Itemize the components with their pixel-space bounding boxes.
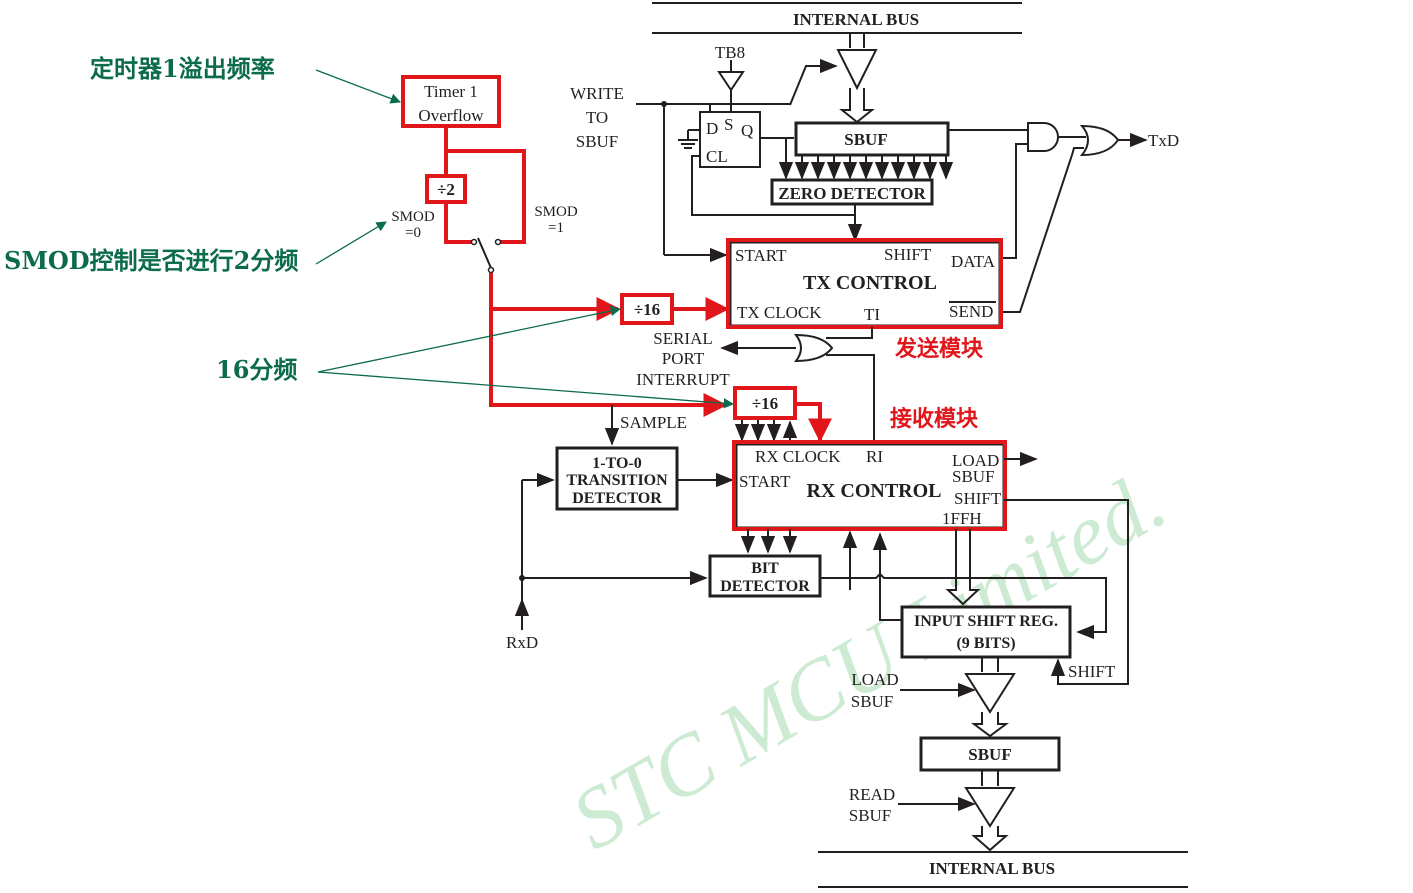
svg-text:DETECTOR: DETECTOR bbox=[720, 578, 810, 595]
read-sbuf-label: READ SBUF bbox=[849, 785, 895, 825]
svg-text:1FFH: 1FFH bbox=[942, 509, 982, 528]
smod0-label: SMOD =0 bbox=[391, 209, 435, 241]
load-sbuf-label: LOAD SBUF bbox=[851, 670, 899, 711]
svg-text:SBUF: SBUF bbox=[576, 132, 619, 151]
svg-text:RX CONTROL: RX CONTROL bbox=[806, 480, 941, 502]
annotation-div16: 16分频 bbox=[216, 355, 297, 384]
svg-text:=1: =1 bbox=[548, 220, 564, 236]
ground-icon bbox=[678, 129, 700, 149]
svg-text:START: START bbox=[739, 472, 791, 491]
sample-label: SAMPLE bbox=[620, 413, 687, 432]
d-flip-flop: D S Q CL bbox=[699, 111, 761, 168]
svg-text:TRANSITION: TRANSITION bbox=[566, 472, 668, 489]
svg-text:TO: TO bbox=[586, 108, 608, 127]
interrupt-or-gate bbox=[793, 333, 834, 363]
svg-text:RX CLOCK: RX CLOCK bbox=[755, 447, 841, 466]
svg-text:Overflow: Overflow bbox=[418, 106, 484, 125]
svg-text:TX CLOCK: TX CLOCK bbox=[737, 303, 822, 322]
bit-detector-arrows bbox=[740, 529, 798, 554]
svg-text:÷16: ÷16 bbox=[752, 394, 778, 413]
svg-text:(9 BITS): (9 BITS) bbox=[956, 635, 1015, 652]
svg-text:Q: Q bbox=[741, 121, 753, 140]
svg-text:DATA: DATA bbox=[951, 252, 996, 271]
internal-bus-top-label: INTERNAL BUS bbox=[793, 10, 919, 29]
svg-text:D: D bbox=[706, 119, 718, 138]
bit-detector: BIT DETECTOR bbox=[708, 554, 822, 598]
div2-box: ÷2 bbox=[425, 174, 467, 204]
tb8-buffer bbox=[717, 71, 745, 92]
shift-feedback-label: SHIFT bbox=[1068, 662, 1116, 681]
tx-sbuf: SBUF bbox=[794, 121, 950, 157]
load-buffer bbox=[964, 673, 1016, 714]
svg-text:SBUF: SBUF bbox=[849, 806, 892, 825]
svg-text:SHIFT: SHIFT bbox=[884, 245, 932, 264]
svg-text:=0: =0 bbox=[405, 225, 421, 241]
svg-text:SBUF: SBUF bbox=[851, 692, 894, 711]
internal-bus-top: INTERNAL BUS bbox=[652, 2, 1022, 34]
svg-text:PORT: PORT bbox=[662, 349, 705, 368]
svg-text:S: S bbox=[724, 115, 733, 134]
timer1-overflow-box: Timer 1 Overflow bbox=[401, 75, 501, 128]
svg-text:READ: READ bbox=[849, 785, 895, 804]
svg-text:INTERRUPT: INTERRUPT bbox=[636, 370, 730, 389]
svg-text:1-TO-0: 1-TO-0 bbox=[592, 455, 641, 472]
transition-detector: 1-TO-0 TRANSITION DETECTOR bbox=[555, 446, 679, 511]
tx-module-highlight bbox=[726, 238, 1003, 329]
or-gate bbox=[1079, 124, 1120, 157]
svg-text:SBUF: SBUF bbox=[968, 745, 1011, 764]
rxd-label: RxD bbox=[506, 633, 538, 652]
rx-control-block: RX CLOCK RI START RX CONTROL LOAD SBUF S… bbox=[734, 442, 1006, 530]
div16-rx-box: ÷16 bbox=[733, 386, 797, 420]
annotation-timer-overflow: 定时器1溢出频率 bbox=[90, 54, 275, 83]
svg-text:SMOD: SMOD bbox=[391, 209, 435, 225]
smod-switch bbox=[470, 237, 502, 274]
svg-text:TI: TI bbox=[864, 305, 880, 324]
svg-text:LOAD: LOAD bbox=[851, 670, 898, 689]
svg-text:÷2: ÷2 bbox=[437, 180, 455, 199]
rx-module-highlight bbox=[732, 440, 1007, 531]
div16-tx-box: ÷16 bbox=[620, 293, 674, 325]
txd-label: TxD bbox=[1148, 131, 1179, 150]
write-to-sbuf-label: WRITE TO SBUF bbox=[570, 84, 624, 151]
svg-text:INPUT SHIFT REG.: INPUT SHIFT REG. bbox=[914, 613, 1058, 630]
svg-text:LOAD: LOAD bbox=[952, 451, 999, 470]
annotation-rx-module: 接收模块 bbox=[890, 406, 979, 432]
tx-control-block: START SHIFT DATA TX CONTROL TX CLOCK TI … bbox=[728, 240, 1002, 328]
read-buffer bbox=[964, 787, 1016, 828]
annotation-tx-module: 发送模块 bbox=[894, 336, 984, 362]
svg-text:RI: RI bbox=[866, 447, 883, 466]
svg-text:WRITE: WRITE bbox=[570, 84, 624, 103]
rx-sbuf: SBUF bbox=[919, 736, 1061, 772]
smod1-label: SMOD =1 bbox=[534, 204, 578, 236]
svg-text:INTERNAL BUS: INTERNAL BUS bbox=[929, 859, 1055, 878]
and-gate bbox=[1027, 122, 1059, 152]
svg-text:SBUF: SBUF bbox=[952, 467, 995, 486]
zero-detector: ZERO DETECTOR bbox=[770, 178, 934, 206]
serial-port-interrupt-label: SERIAL PORT INTERRUPT bbox=[636, 329, 730, 389]
svg-text:START: START bbox=[735, 246, 787, 265]
svg-text:÷16: ÷16 bbox=[634, 300, 660, 319]
svg-text:ZERO DETECTOR: ZERO DETECTOR bbox=[778, 184, 926, 203]
svg-text:SMOD: SMOD bbox=[534, 204, 578, 220]
tb8-label: TB8 bbox=[715, 43, 745, 62]
svg-text:SEND: SEND bbox=[949, 302, 993, 321]
svg-text:DETECTOR: DETECTOR bbox=[572, 490, 662, 507]
svg-text:SBUF: SBUF bbox=[844, 130, 887, 149]
svg-text:SHIFT: SHIFT bbox=[954, 489, 1002, 508]
rx-clock-arrows bbox=[734, 420, 798, 442]
internal-bus-bottom: INTERNAL BUS bbox=[818, 851, 1188, 888]
svg-text:CL: CL bbox=[706, 147, 728, 166]
input-shift-register: INPUT SHIFT REG. (9 BITS) bbox=[900, 605, 1072, 659]
svg-text:Timer 1: Timer 1 bbox=[424, 82, 478, 101]
svg-text:TX CONTROL: TX CONTROL bbox=[803, 272, 937, 294]
svg-text:BIT: BIT bbox=[751, 560, 779, 577]
svg-text:SERIAL: SERIAL bbox=[653, 329, 713, 348]
annotation-smod: SMOD控制是否进行2分频 bbox=[4, 246, 298, 275]
sbuf-to-zero-arrows bbox=[778, 138, 954, 180]
